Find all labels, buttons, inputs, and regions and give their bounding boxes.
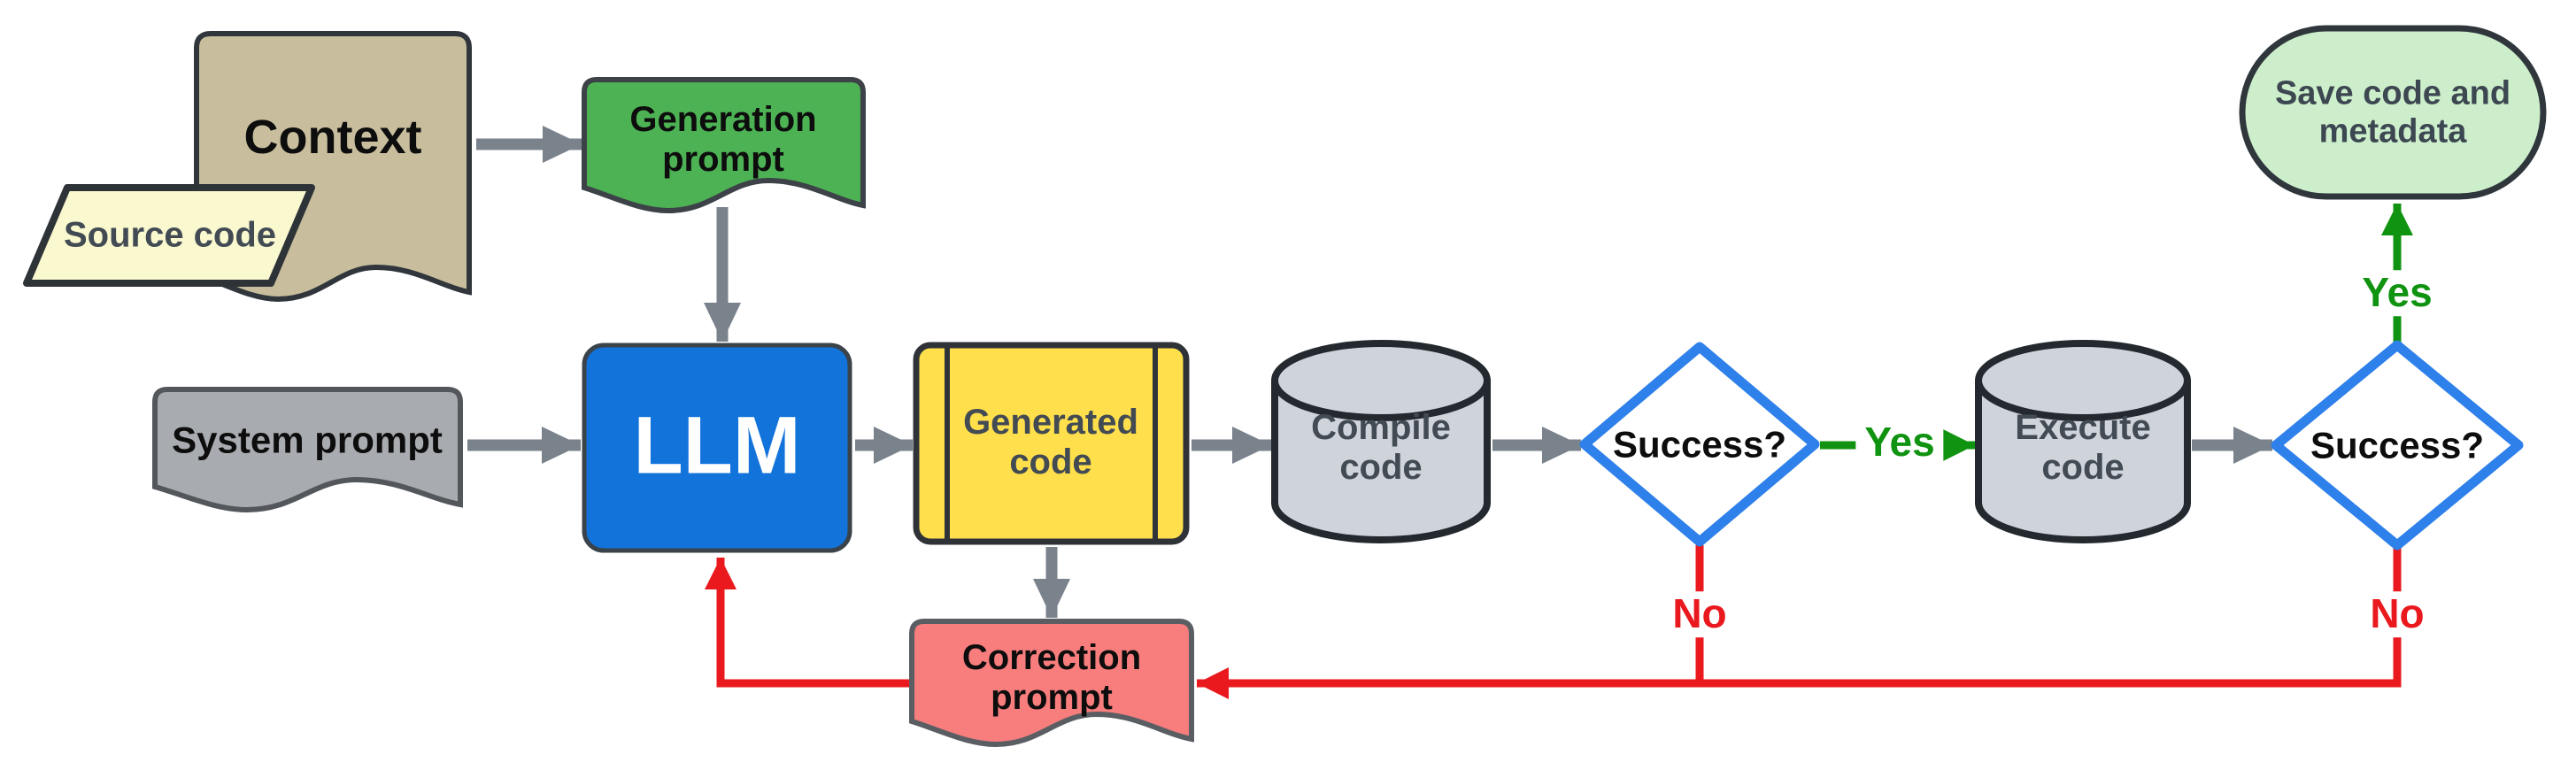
edge-success2-no-to-correction-prompt [1197,547,2402,699]
gray-edges [467,126,2272,618]
generation-prompt-label: Generation prompt [629,100,817,179]
correction-prompt-label: Correction prompt [961,638,1142,717]
system-prompt-label: System prompt [172,419,443,461]
no1-edge-label: No [1663,591,1736,637]
success1-label: Success? [1612,423,1787,466]
context-label: Context [243,110,422,164]
compile-code-cylinder-shape [1271,340,1491,543]
compile-code-cylinder-seam [1271,380,1491,421]
correction-prompt-document-shape [909,619,1194,748]
system-prompt-document-shape [152,387,463,513]
save-code-label: Save code and metadata [2274,74,2511,150]
save-code-stadium-shape [2239,25,2547,200]
source-code-label: Source code [63,215,277,255]
llm-box-shape [582,343,852,553]
generated-code-box-shape [913,342,1190,545]
success2-diamond-shape [2271,340,2524,551]
success2-label: Success? [2310,424,2485,466]
generation-prompt-document-shape [582,77,866,214]
generated-code-inner-bars [945,347,1158,540]
success1-diamond-shape [1579,342,1820,547]
execute-code-cylinder-seam [1975,380,2191,421]
llm-label: LLM [633,400,801,491]
no2-edge-label: No [2361,591,2433,637]
arrow-correction-prompt-to-llm [705,558,910,688]
source-code-parallelogram-shape [23,184,315,287]
execute-code-cylinder-shape [1975,340,2191,543]
execute-code-label: Execute code [2015,408,2151,487]
generated-code-label: Generated code [963,403,1138,481]
yes1-edge-label: Yes [1855,420,1944,466]
compile-code-label: Compile code [1311,408,1451,487]
yes2-edge-label: Yes [2353,270,2441,316]
